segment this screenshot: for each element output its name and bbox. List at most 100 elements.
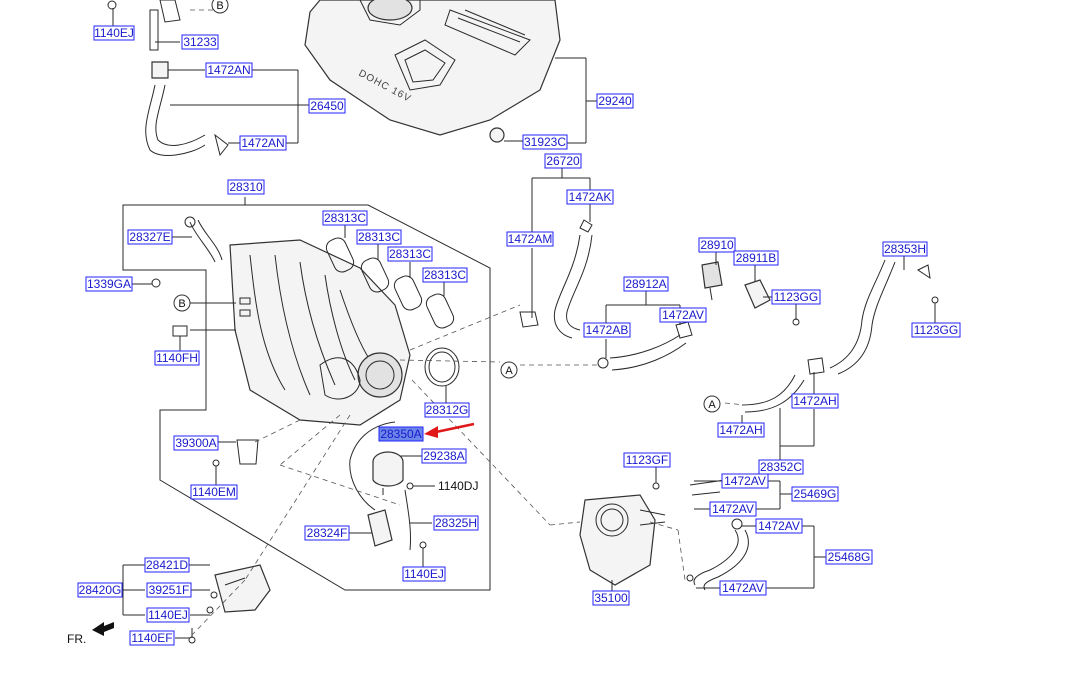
part-label-28312g[interactable]: 28312G [424,402,470,418]
part-label-box[interactable] [146,607,190,623]
part-label-31923c[interactable]: 31923C [522,134,568,150]
part-label-box[interactable] [721,473,769,489]
part-label-28310[interactable]: 28310 [227,179,265,195]
part-label-28350a[interactable]: 28350A [378,426,424,442]
part-label-1140ef[interactable]: 1140EF [129,630,175,646]
part-label-1472an-a[interactable]: 1472AN [205,62,253,78]
part-label-box[interactable] [758,459,804,475]
part-label-box[interactable] [659,307,707,323]
part-label-28910[interactable]: 28910 [698,237,736,253]
part-label-box[interactable] [308,98,346,114]
part-label-39300a[interactable]: 39300A [173,435,219,451]
part-label-box[interactable] [387,246,433,262]
part-label-box[interactable] [93,25,135,41]
part-label-28352c[interactable]: 28352C [758,459,804,475]
part-label-box[interactable] [127,229,173,245]
part-label-1472ak[interactable]: 1472AK [566,189,614,205]
part-label-1472ah-a[interactable]: 1472AH [791,393,839,409]
part-label-29240[interactable]: 29240 [596,93,634,109]
part-label-box[interactable] [190,484,238,500]
part-label-1472ah-b[interactable]: 1472AH [717,422,765,438]
part-label-box[interactable] [623,452,671,468]
part-label-box[interactable] [146,582,192,598]
part-label-box[interactable] [424,402,470,418]
part-label-1123gg-b[interactable]: 1123GG [911,322,961,338]
part-label-1472an-b[interactable]: 1472AN [239,135,287,151]
part-label-box[interactable] [719,580,767,596]
part-label-28353h[interactable]: 28353H [882,241,928,257]
part-label-1472av-c[interactable]: 1472AV [709,501,757,517]
part-label-box[interactable] [402,566,446,582]
part-label-box[interactable] [544,153,582,169]
part-label-box[interactable] [205,62,253,78]
part-label-box[interactable] [181,34,219,50]
part-label-1472av-a[interactable]: 1472AV [659,307,707,323]
part-label-28325h[interactable]: 28325H [433,515,479,531]
part-label-1472av-e[interactable]: 1472AV [719,580,767,596]
part-label-box[interactable] [583,322,631,338]
part-label-29238a[interactable]: 29238A [421,448,467,464]
part-label-box[interactable] [239,135,287,151]
part-label-box[interactable] [592,590,630,606]
part-label-box[interactable] [733,250,779,266]
part-label-box[interactable] [698,237,736,253]
part-label-1472av-b[interactable]: 1472AV [721,473,769,489]
part-label-box[interactable] [144,557,190,573]
part-label-1140ej-a[interactable]: 1140EJ [93,25,135,41]
part-label-28327e[interactable]: 28327E [127,229,173,245]
part-label-28313c-d[interactable]: 28313C [422,267,468,283]
part-label-box[interactable] [506,231,554,247]
part-label-box[interactable] [227,179,265,195]
part-label-28421d[interactable]: 28421D [144,557,190,573]
part-label-1123gf[interactable]: 1123GF [623,452,671,468]
part-label-28313c-c[interactable]: 28313C [387,246,433,262]
part-label-box[interactable] [791,486,839,502]
part-label-box[interactable] [129,630,175,646]
part-label-box[interactable] [422,267,468,283]
part-label-1339ga[interactable]: 1339GA [85,276,133,292]
part-label-1140dj[interactable]: 1140DJ [438,479,478,493]
part-label-box[interactable] [596,93,634,109]
part-label-35100[interactable]: 35100 [592,590,630,606]
part-label-28420g[interactable]: 28420G [77,582,123,598]
part-label-box[interactable] [882,241,928,257]
part-label-box[interactable] [304,525,350,541]
part-label-28912a[interactable]: 28912A [623,276,669,292]
part-label-box[interactable] [717,422,765,438]
part-label-26720[interactable]: 26720 [544,153,582,169]
part-label-1472ab[interactable]: 1472AB [583,322,631,338]
part-label-25469g[interactable]: 25469G [791,486,839,502]
part-label-26450[interactable]: 26450 [308,98,346,114]
part-label-box[interactable] [322,210,368,226]
part-label-box[interactable] [623,276,669,292]
part-label-1140em[interactable]: 1140EM [190,484,238,500]
part-label-1140ej-b[interactable]: 1140EJ [402,566,446,582]
part-label-28313c-a[interactable]: 28313C [322,210,368,226]
part-label-1472am[interactable]: 1472AM [506,231,554,247]
part-label-box[interactable] [77,582,123,598]
part-label-39251f[interactable]: 39251F [146,582,192,598]
part-label-box[interactable] [771,289,821,305]
part-label-28313c-b[interactable]: 28313C [356,229,402,245]
part-label-1472av-d[interactable]: 1472AV [755,518,803,534]
part-label-box[interactable] [154,350,200,366]
part-label-box[interactable] [421,448,467,464]
part-label-box[interactable] [709,501,757,517]
part-label-box[interactable] [85,276,133,292]
part-label-31233[interactable]: 31233 [181,34,219,50]
part-label-box[interactable] [522,134,568,150]
part-label-1140ej-c[interactable]: 1140EJ [146,607,190,623]
part-label-box[interactable] [791,393,839,409]
part-label-box[interactable] [433,515,479,531]
part-label-box[interactable] [378,426,424,442]
part-label-1123gg-a[interactable]: 1123GG [771,289,821,305]
part-label-box[interactable] [825,549,873,565]
part-label-box[interactable] [356,229,402,245]
part-label-box[interactable] [173,435,219,451]
part-label-1140fh[interactable]: 1140FH [154,350,200,366]
part-label-25468g[interactable]: 25468G [825,549,873,565]
part-label-box[interactable] [755,518,803,534]
part-label-box[interactable] [566,189,614,205]
part-label-28911b[interactable]: 28911B [733,250,779,266]
part-label-box[interactable] [911,322,961,338]
